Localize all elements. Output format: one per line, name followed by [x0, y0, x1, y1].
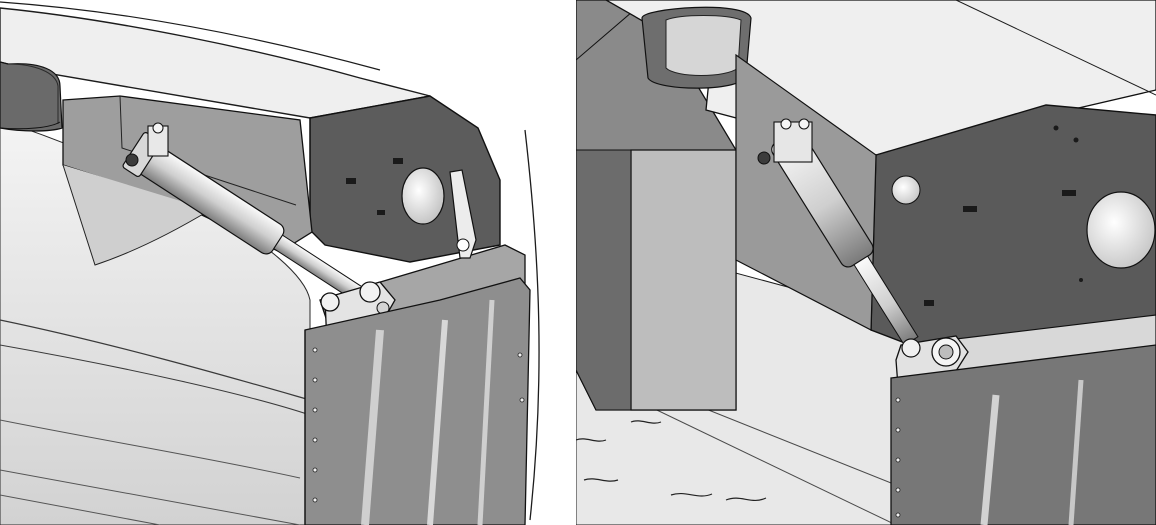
cad-render-right: [576, 0, 1156, 525]
cad-render-left-panel: [0, 0, 545, 525]
panel-divider: [545, 0, 576, 525]
cad-render-left: [0, 0, 545, 525]
cad-render-right-panel: [576, 0, 1156, 525]
